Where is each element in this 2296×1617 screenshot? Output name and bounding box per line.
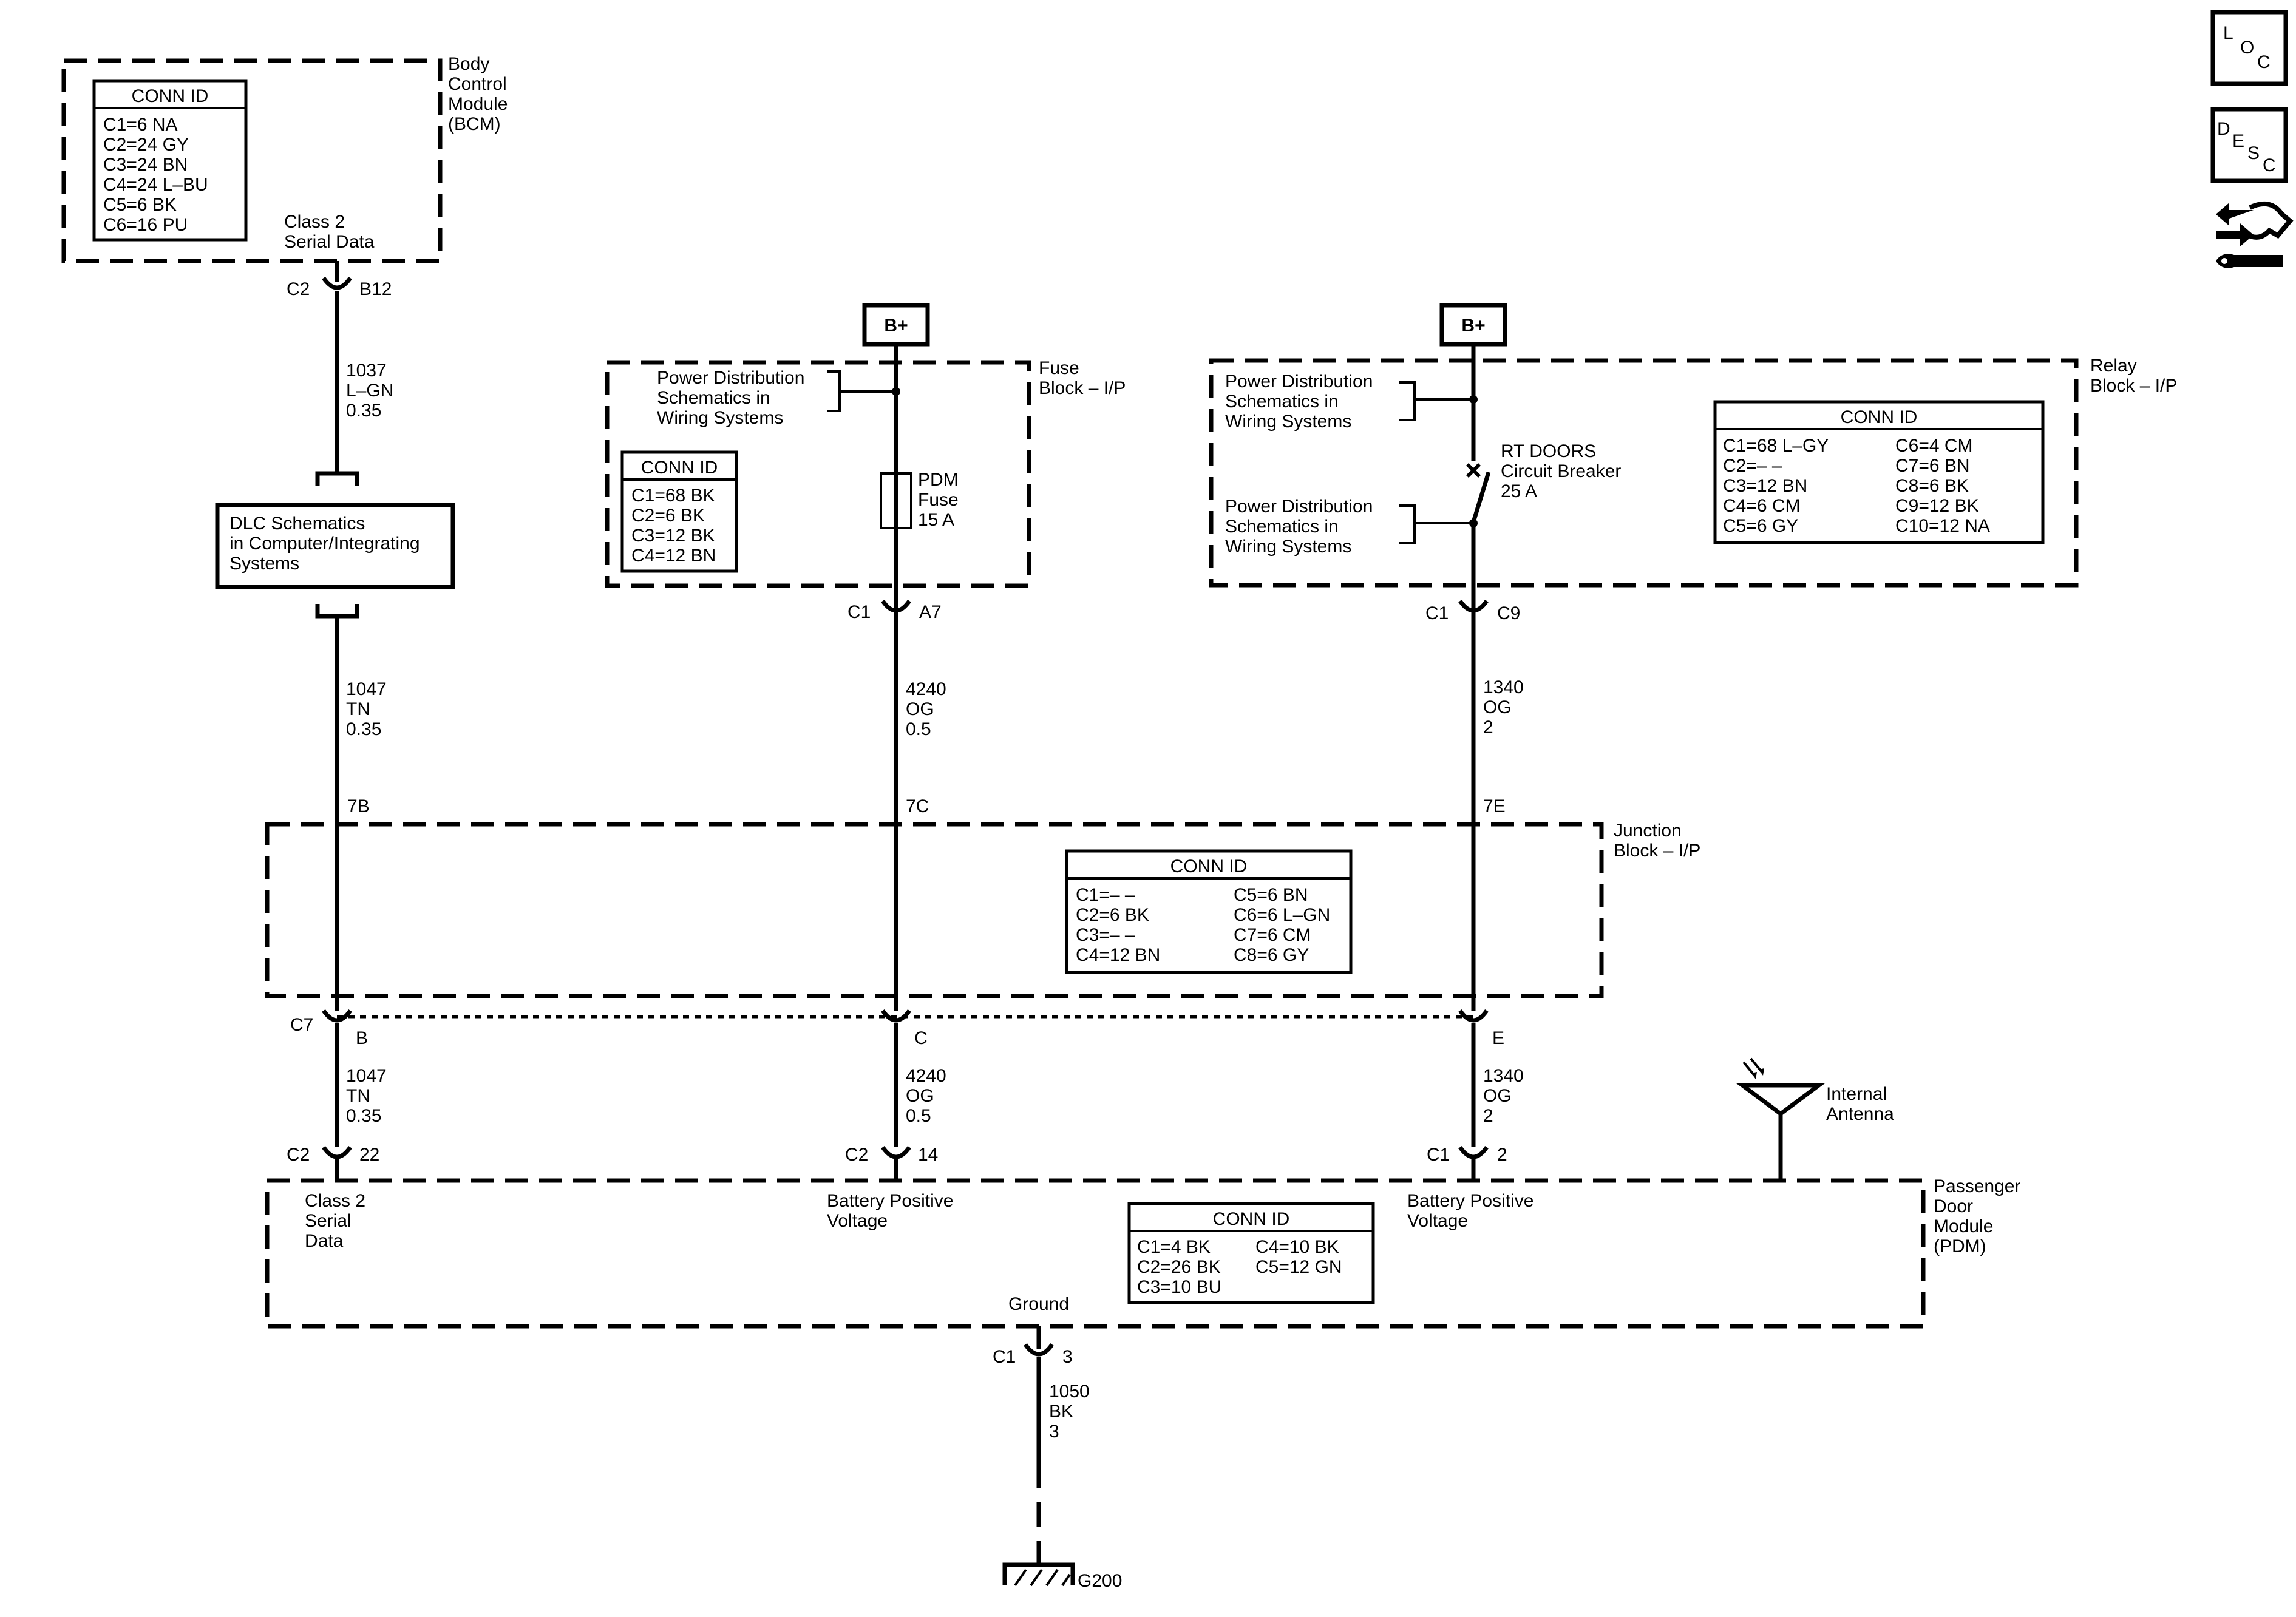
battery-symbol-fuse-label: B+ [884,316,908,336]
bcm-conn-id-table: CONN ID C1=6 NA C2=24 GY C3=24 BN C4=24 … [92,79,248,242]
wire-1340-lower-label: 1340 OG 2 [1483,1066,1529,1126]
junction-conn-right: C5=6 BN C6=6 L–GN C7=6 CM C8=6 GY [1234,885,1336,965]
antenna-label: Internal Antenna [1826,1084,1894,1124]
dlc-label: DLC Schematics in Computer/Integrating S… [229,514,425,574]
junction-conn-left: C1=– – C2=6 BK C3=– – C4=12 BN [1076,885,1160,965]
loc-icon[interactable]: L O C [2210,10,2288,86]
bcm-pin-label: Class 2 Serial Data [284,212,375,252]
dlc-reference: DLC Schematics in Computer/Integrating S… [215,471,455,619]
fuse-block-conn-id-table: CONN ID C1=68 BK C2=6 BK C3=12 BK C4=12 … [620,450,738,573]
pdm-pin3-pin-id: 2 [1497,1145,1507,1165]
junction-pin-7c: 7C [906,796,929,816]
fuse-block: Fuse Block – I/P Power Distribution Sche… [605,358,1126,588]
bcm-label: Body Control Module (BCM) [448,54,513,134]
relay-block-conn-left: C1=68 L–GY C2=– – C3=12 BN C4=6 CM C5=6 … [1723,436,1833,536]
fuse-block-pin-id: A7 [919,602,942,622]
junction-pin-7b: 7B [347,796,370,816]
pdm-ground-label: Ground [1008,1294,1069,1314]
pdm-fuse-label: PDM Fuse 15 A [918,470,963,530]
pdm-pin1-pin-id: 22 [359,1145,379,1165]
fuse-block-pd-ref: Power Distribution Schematics in Wiring … [657,368,810,428]
bcm-conn-list: C1=6 NA C2=24 GY C3=24 BN C4=24 L–BU C5=… [103,115,213,235]
wire-1340-upper-label: 1340 OG 2 [1483,677,1529,737]
relay-block-conn-right: C6=4 CM C7=6 BN C8=6 BK C9=12 BK C10=12 … [1895,436,1990,536]
junction-pin-b: B [356,1028,368,1048]
junction-block-label: Junction Block – I/P [1614,821,1700,861]
bcm-connector: C2 B12 [287,261,392,299]
pdm-ground-pin-id: 3 [1062,1347,1073,1367]
wrench-arrows-icon[interactable] [2216,201,2294,268]
passenger-door-module: Passenger Door Module (PDM) Class 2 Seri… [265,1176,2026,1329]
loc-icon-letter-o: O [2240,38,2254,58]
fuse-block-conn-title: CONN ID [641,458,718,478]
pdm-conn-title: CONN ID [1213,1209,1290,1229]
wire-4240-upper-label: 4240 OG 0.5 [906,679,951,739]
fuse-block-connector: C1 A7 [847,599,942,622]
wire-4240-lower-label: 4240 OG 0.5 [906,1066,951,1126]
relay-block-pd-ref-top: Power Distribution Schematics in Wiring … [1225,371,1378,432]
internal-antenna: Internal Antenna [1736,1057,1894,1181]
junction-block-conn-id-table: CONN ID C1=– – C2=6 BK C3=– – C4=12 BN C… [1065,849,1353,974]
battery-symbol-fuse: B+ [862,303,930,347]
relay-block-connector: C1 C9 [1425,599,1520,623]
pdm-pin3-label: Battery Positive Voltage [1407,1191,1539,1231]
pdm-fuse [880,461,912,540]
pdm-ground-connector-id: C1 [993,1347,1016,1367]
desc-icon-letter-c: C [2263,155,2276,175]
rt-doors-circuit-breaker [1466,463,1491,523]
relay-block: Relay Block – I/P Power Distribution Sch… [1209,356,2177,588]
fuse-block-label: Fuse Block – I/P [1039,358,1126,398]
pdm-pin2-pin-id: 14 [918,1145,938,1165]
relay-block-connector-id: C1 [1425,603,1449,623]
battery-symbol-relay-label: B+ [1461,316,1485,336]
loc-icon-letter-l: L [2223,23,2233,43]
junction-conn-title: CONN ID [1170,856,1248,876]
pdm-label: Passenger Door Module (PDM) [1934,1176,2026,1256]
relay-block-conn-id-table: CONN ID C1=68 L–GY C2=– – C3=12 BN C4=6 … [1713,400,2045,544]
ground-g200-label: G200 [1078,1571,1122,1591]
wire-1050-label: 1050 BK 3 [1049,1381,1095,1442]
junction-c7-connector-id: C7 [290,1015,313,1035]
pdm-conn-left: C1=4 BK C2=26 BK C3=10 BU [1137,1237,1226,1297]
relay-block-pd-ref-bottom: Power Distribution Schematics in Wiring … [1225,497,1378,557]
pdm-ground-connector: C1 3 [993,1326,1073,1367]
bcm-pin-id: B12 [359,279,392,299]
desc-icon-letter-s: S [2247,143,2260,163]
battery-symbol-relay: B+ [1439,303,1507,347]
pdm-pin3-connector-id: C1 [1427,1145,1450,1165]
desc-icon[interactable]: D E S C [2210,107,2288,183]
wire-1037-label: 1037 L–GN 0.35 [346,361,399,421]
pdm-pin2-label: Battery Positive Voltage [827,1191,959,1231]
relay-block-label: Relay Block – I/P [2090,356,2177,396]
ground-g200: G200 [1002,1542,1122,1591]
bcm-module: Body Control Module (BCM) CONN ID C1=6 N… [61,54,513,263]
junction-c7-connector: C7 B C E [290,1009,1504,1048]
desc-icon-letter-e: E [2232,131,2244,151]
pdm-conn-right: C4=10 BK C5=12 GN [1255,1237,1344,1277]
desc-icon-letter-d: D [2217,119,2230,139]
pdm-pin1-label: Class 2 Serial Data [305,1191,370,1251]
wire-1047-lower-label: 1047 TN 0.35 [346,1066,392,1126]
pdm-connectors: C2 22 C2 14 C1 2 [287,1145,1507,1181]
relay-block-conn-title: CONN ID [1841,407,1918,427]
loc-icon-letter-c: C [2257,52,2271,72]
pdm-pin1-connector-id: C2 [287,1145,310,1165]
junction-block: Junction Block – I/P 7B 7C 7E CONN ID C1… [265,796,1700,998]
bcm-conn-title: CONN ID [132,86,209,106]
junction-pin-7e: 7E [1483,796,1506,816]
pdm-pin2-connector-id: C2 [845,1145,868,1165]
wire-1047-upper-label: 1047 TN 0.35 [346,679,392,739]
junction-pin-e: E [1492,1028,1504,1048]
junction-pin-c: C [914,1028,928,1048]
pdm-conn-id-table: CONN ID C1=4 BK C2=26 BK C3=10 BU C4=10 … [1127,1202,1375,1304]
fuse-block-conn-list: C1=68 BK C2=6 BK C3=12 BK C4=12 BN [631,486,720,566]
bcm-connector-id: C2 [287,279,310,299]
relay-block-pin-id: C9 [1497,603,1520,623]
breaker-label: RT DOORS Circuit Breaker 25 A [1501,441,1626,501]
fuse-block-connector-id: C1 [847,602,871,622]
